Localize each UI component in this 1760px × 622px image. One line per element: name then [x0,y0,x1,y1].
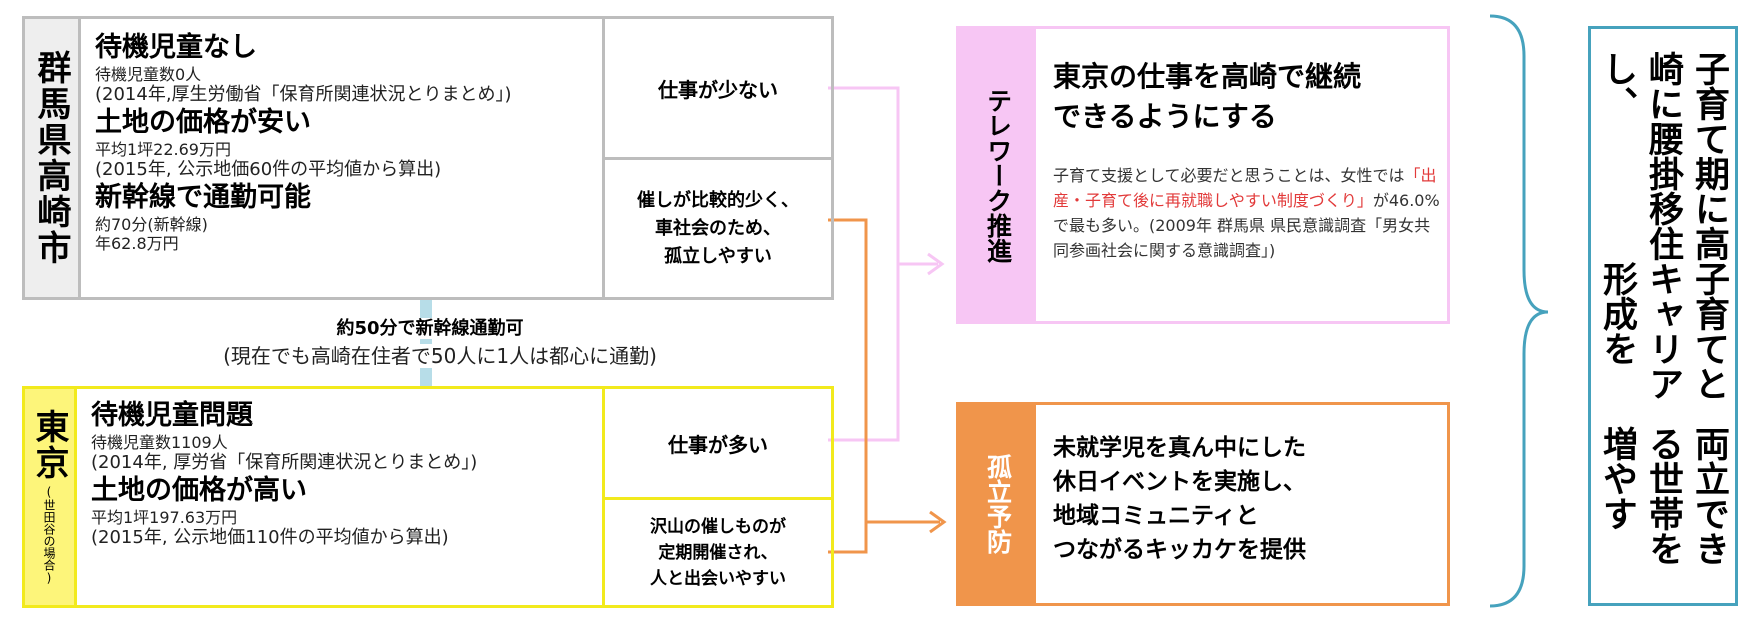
telework-label: テレワーク推進 [959,29,1036,321]
body-text: 子育て支援として必要だと思うことは、女性では [1053,166,1405,185]
line-gunma-work-to-telework [828,86,900,264]
commute-note: (現在でも高崎在住者で50人に1人は都心に通勤) [160,340,720,369]
isolation-box: 孤立予防 未就学児を真ん中にした 休日イベントを実施し、 地域コミュニティと つ… [956,402,1450,606]
commute-note-text: (現在でも高崎在住者で50人に1人は都心に通勤) [219,344,661,368]
commute-caption: 約50分で新幹線通勤可 [180,314,680,340]
commute-caption-text: 約50分で新幹線通勤可 [332,318,528,339]
gunma-heading: 待機児童なし [95,32,257,63]
tokyo-item: 土地の価格が高い 平均1坪197.63万円 (2015年, 公示地価110件の平… [91,474,611,549]
title-line: できるようにする [1053,100,1277,133]
divider [602,19,605,297]
gunma-detail: 約70分(新幹線) [95,215,208,234]
gunma-label: 群馬県高崎市 [25,19,81,297]
tokyo-box: 東京 (世田谷の場合) 待機児童問題 待機児童数1109人 (2014年, 厚労… [22,386,834,608]
gunma-detail: 平均1坪22.69万円 [95,140,231,159]
tokyo-label-main: 東京 [29,409,69,481]
gunma-box: 群馬県高崎市 待機児童なし 待機児童数0人 (2014年,厚生労働省「保育所関連… [22,16,834,300]
tokyo-label-sub: (世田谷の場合) [42,485,56,585]
body-highlight: 「出産・子育て後に再就職しやすい制度づくり」 [1053,166,1437,210]
telework-body: 子育て支援として必要だと思うことは、女性では「出産・子育て後に再就職しやすい制度… [1053,163,1443,263]
arrow-telework-head [927,252,945,276]
body-text: が46.0%で最も多い。(2009年 群馬県 県民意識調査「男女共同参画社会に関… [1053,191,1440,260]
cell-line: 車社会のため、 [655,217,781,239]
gunma-detail: (2014年,厚生労働省「保育所関連状況とりまとめ」) [95,84,512,105]
line-tokyo-work-to-telework [828,264,900,442]
tokyo-detail: 平均1坪197.63万円 [91,508,238,527]
line-tokyo-social-to-isolation [828,522,868,554]
tokyo-detail: (2014年, 厚労省「保育所関連状況とりまとめ」) [91,452,478,473]
gunma-detail: 待機児童数0人 [95,65,202,84]
result-line: 両立できる世帯を増やす [1597,426,1729,566]
result-box: 子育て期に高崎に腰掛移住し、 子育てとキャリア形成を 両立できる世帯を増やす [1588,26,1738,606]
cell-line: 定期開催され、 [658,542,778,563]
divider [605,497,831,500]
cell-line: 催しが比較的少く、 [637,189,799,211]
body-line: 休日イベントを実施し、 [1053,469,1306,495]
gunma-work-cell: 仕事が少ない [658,77,778,102]
telework-title: 東京の仕事を高崎で継続 できるようにする [1053,57,1443,137]
gunma-item: 待機児童なし 待機児童数0人 (2014年,厚生労働省「保育所関連状況とりまとめ… [95,31,615,106]
body-line: つながるキッカケを提供 [1053,537,1306,563]
tokyo-item: 待機児童問題 待機児童数1109人 (2014年, 厚労省「保育所関連状況とりま… [91,399,611,474]
gunma-heading: 新幹線で通勤可能 [95,182,311,213]
result-text: 子育て期に高崎に腰掛移住し、 子育てとキャリア形成を 両立できる世帯を増やす [1591,51,1735,591]
tokyo-social-cell: 沢山の催しものが 定期開催され、 人と出会いやすい [605,500,831,605]
divider [605,157,831,160]
cell-line: 沢山の催しものが [650,516,786,537]
tokyo-content: 待機児童問題 待機児童数1109人 (2014年, 厚労省「保育所関連状況とりま… [91,399,611,549]
tokyo-heading: 待機児童問題 [91,400,253,431]
tokyo-detail: 待機児童数1109人 [91,433,228,452]
right-brace [1489,14,1549,608]
gunma-detail: (2015年, 公示地価60件の平均値から算出) [95,159,442,180]
gunma-item: 土地の価格が安い 平均1坪22.69万円 (2015年, 公示地価60件の平均値… [95,106,615,181]
gunma-social-cell: 催しが比較的少く、 車社会のため、 孤立しやすい [605,160,831,297]
cell-line: 人と出会いやすい [650,568,786,589]
telework-box: テレワーク推進 東京の仕事を高崎で継続 できるようにする 子育て支援として必要だ… [956,26,1450,324]
line-gunma-social-to-isolation [828,218,868,522]
body-line: 未就学児を真ん中にした [1053,435,1306,461]
gunma-heading: 土地の価格が安い [95,107,311,138]
result-line: 子育て期に高崎に腰掛移住し、 [1597,51,1729,261]
isolation-body: 未就学児を真ん中にした 休日イベントを実施し、 地域コミュニティと つながるキッ… [1053,431,1443,567]
tokyo-work-cell: 仕事が多い [668,432,768,457]
body-line: 地域コミュニティと [1053,503,1259,529]
gunma-content: 待機児童なし 待機児童数0人 (2014年,厚生労働省「保育所関連状況とりまとめ… [95,31,615,253]
arrow-isolation-head [929,510,947,534]
tokyo-label: 東京 (世田谷の場合) [25,389,77,605]
divider [602,389,605,605]
cell-line: 孤立しやすい [664,245,772,267]
isolation-label: 孤立予防 [959,405,1036,603]
tokyo-heading: 土地の価格が高い [91,475,307,506]
tokyo-detail: (2015年, 公示地価110件の平均値から算出) [91,527,449,548]
gunma-item: 新幹線で通勤可能 約70分(新幹線) 年62.8万円 [95,181,615,253]
title-line: 東京の仕事を高崎で継続 [1053,60,1362,93]
result-line: 子育てとキャリア形成を [1597,261,1729,401]
gunma-detail: 年62.8万円 [95,234,179,253]
